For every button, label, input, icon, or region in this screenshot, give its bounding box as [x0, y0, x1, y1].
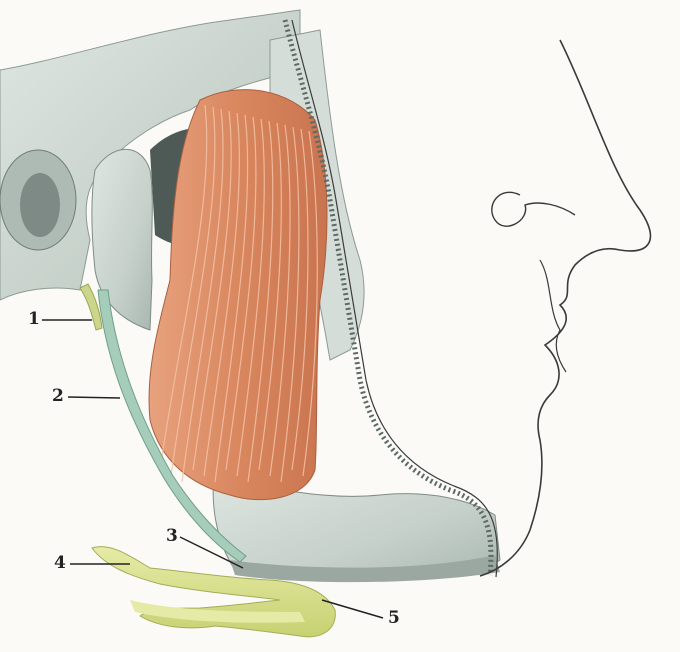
label-number-4: 4 [54, 553, 66, 573]
label-number-2: 2 [52, 386, 64, 406]
label-number-5: 5 [388, 608, 400, 628]
label-number-3: 3 [166, 526, 178, 546]
label-number-1: 1 [28, 309, 40, 329]
ear-canal-opening [20, 173, 60, 237]
leader-line-2 [68, 397, 120, 398]
